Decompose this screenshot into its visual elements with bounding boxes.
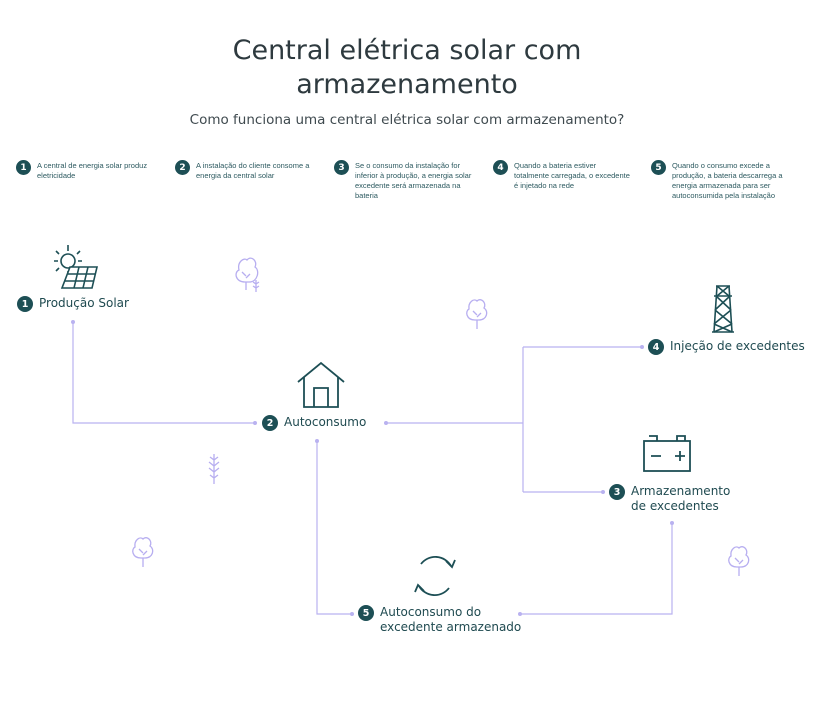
tree-icon — [466, 299, 488, 329]
page-title: Central elétrica solar com armazenamento — [0, 34, 814, 102]
step-number-badge: 5 — [651, 160, 666, 175]
connector-endpoint-dot — [253, 421, 257, 425]
step-description: A instalação do cliente consome a energi… — [196, 161, 310, 180]
node-storage: 3 Armazenamento de excedentes — [609, 484, 730, 514]
step-number-badge: 2 — [175, 160, 190, 175]
tree-icon — [132, 537, 154, 567]
connector-production-to-selfconsumption — [72, 322, 255, 424]
node-label-line-1: Autoconsumo do — [380, 605, 482, 619]
node-injection: 4 Injeção de excedentes — [648, 339, 805, 355]
connector-endpoint-dot — [315, 439, 319, 443]
title-line-1: Central elétrica solar com — [232, 35, 582, 66]
power-tower-icon — [712, 285, 734, 333]
node-label: Produção Solar — [39, 296, 129, 310]
connector-endpoint-dot — [640, 345, 644, 349]
step-1: 1 A central de energia solar produz elet… — [16, 160, 166, 181]
connector-endpoint-dot — [384, 421, 388, 425]
connector-endpoint-dot — [71, 320, 75, 324]
node-number-badge: 2 — [262, 415, 278, 431]
node-label-line-1: Armazenamento — [631, 484, 731, 498]
title-line-2: armazenamento — [296, 69, 518, 100]
connector-endpoint-dot — [518, 612, 522, 616]
step-description: Se o consumo da instalação for inferior … — [355, 161, 472, 200]
tree-icon — [235, 257, 260, 292]
connector-endpoint-dot — [670, 521, 674, 525]
node-number-badge: 1 — [17, 296, 33, 312]
plant-icon — [208, 454, 220, 484]
solar-panel-icon — [54, 245, 99, 289]
node-label-line-2: excedente armazenado — [380, 620, 522, 634]
node-label: Armazenamento de excedentes — [631, 484, 730, 514]
page-subtitle: Como funciona uma central elétrica solar… — [189, 112, 625, 128]
node-label: Injeção de excedentes — [670, 339, 805, 353]
step-3: 3 Se o consumo da instalação for inferio… — [334, 160, 474, 201]
step-description: Quando o consumo excede a produção, a ba… — [672, 161, 783, 200]
step-number-badge: 1 — [16, 160, 31, 175]
battery-icon — [643, 435, 691, 472]
node-number-badge: 3 — [609, 484, 625, 500]
step-number-badge: 4 — [493, 160, 508, 175]
connector-endpoint-dot — [601, 490, 605, 494]
step-4: 4 Quando a bateria estiver totalmente ca… — [493, 160, 633, 191]
connector-endpoint-dot — [350, 612, 354, 616]
tree-icon — [728, 546, 750, 576]
node-label: Autoconsumo do excedente armazenado — [380, 605, 521, 635]
step-5: 5 Quando o consumo excede a produção, a … — [651, 160, 801, 201]
step-2: 2 A instalação do cliente consome a ener… — [175, 160, 325, 181]
step-number-badge: 3 — [334, 160, 349, 175]
connector-stored-to-selfconsumption — [316, 441, 352, 615]
node-label: Autoconsumo — [284, 415, 367, 429]
house-icon — [297, 361, 345, 408]
node-label-line-2: de excedentes — [631, 499, 719, 513]
node-number-badge: 5 — [358, 605, 374, 621]
step-description: A central de energia solar produz eletri… — [37, 161, 148, 180]
node-solar-production: 1 Produção Solar — [17, 296, 129, 312]
step-description: Quando a bateria estiver totalmente carr… — [514, 161, 630, 190]
node-selfconsumption: 2 Autoconsumo — [262, 415, 366, 431]
node-number-badge: 4 — [648, 339, 664, 355]
connector-storage-to-stored — [520, 523, 673, 615]
cycle-arrows-icon — [414, 555, 456, 597]
node-stored-consumption: 5 Autoconsumo do excedente armazenado — [358, 605, 521, 635]
